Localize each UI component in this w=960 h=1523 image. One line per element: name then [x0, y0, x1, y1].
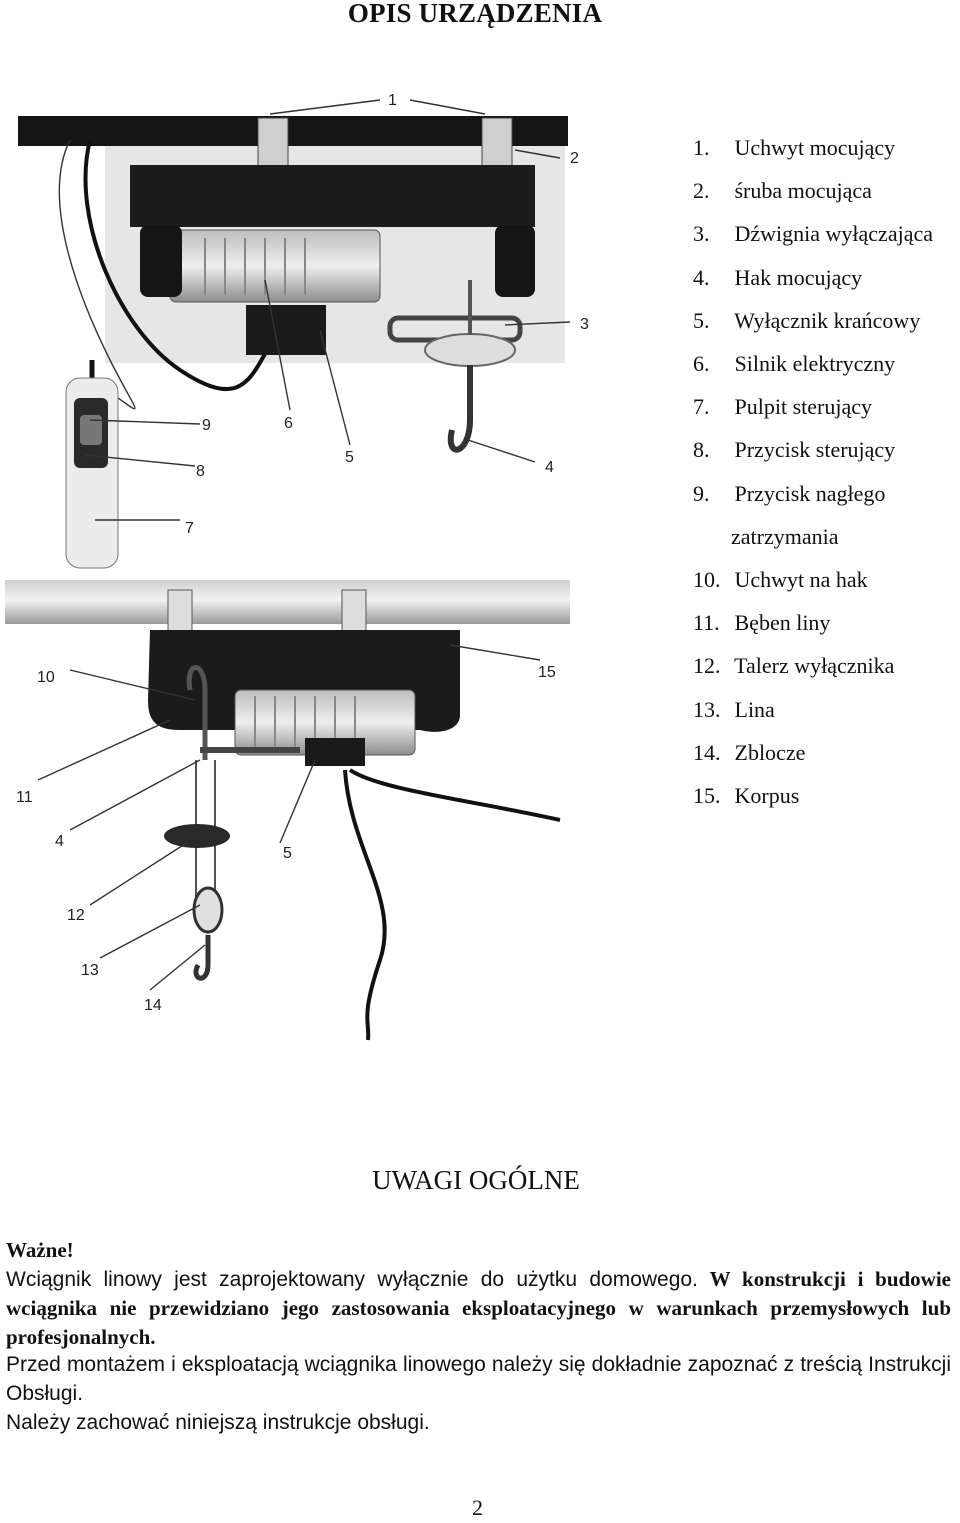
- callout-3: 3: [580, 316, 589, 333]
- notes-paragraph-2: Przed montażem i eksploatacją wciągnika …: [6, 1353, 951, 1405]
- page-number: 2: [472, 1495, 483, 1520]
- callouts-top: 1 2 3 4 5 6 7 8 9: [84, 92, 589, 537]
- notes-paragraph-1: Wciągnik linowy jest zaprojektowany wyłą…: [6, 1265, 951, 1352]
- callout-11: 11: [16, 789, 33, 806]
- hoist-photo-bottom: [5, 580, 570, 1041]
- legend-item-number: 15.: [693, 783, 721, 809]
- legend-item-number: 2.: [693, 178, 710, 204]
- hoist-illustration: 1 2 3 4 5 6 7 8 9: [5, 92, 589, 1041]
- legend-item-number: 3.: [693, 221, 710, 247]
- legend-item-label: Przycisk sterujący: [734, 437, 896, 463]
- notes-paragraph-1-normal: Wciągnik linowy jest zaprojektowany wyłą…: [6, 1267, 698, 1291]
- legend-item-label: Uchwyt na hak: [734, 567, 868, 593]
- legend-item: 9. Przycisk nagłego: [693, 472, 960, 515]
- legend-item-number: 9.: [693, 480, 710, 506]
- legend-item-number: 6.: [693, 351, 710, 377]
- legend-item-label: Korpus: [734, 783, 800, 809]
- legend-item: 8. Przycisk sterujący: [693, 428, 960, 471]
- callouts-bottom: 10 11 4 5 12 13 14 15: [16, 644, 556, 1014]
- legend-item: 12. Talerz wyłącznika: [693, 644, 960, 687]
- page-title: OPIS URZĄDZENIA: [347, 0, 603, 28]
- legend-item: 10. Uchwyt na hak: [693, 558, 960, 601]
- legend-item-continuation: zatrzymania: [693, 515, 960, 558]
- parts-legend: 1. Uchwyt mocujący 2. śruba mocująca 3. …: [693, 126, 960, 817]
- legend-item-number: 1.: [693, 135, 710, 160]
- notes-paragraph-1-bold: W konstrukcji i budowie wciągnika nie pr…: [6, 1266, 952, 1349]
- legend-item-label: Hak mocujący: [734, 264, 863, 290]
- legend-item-number: 8.: [693, 437, 710, 463]
- important-label: Ważne!: [6, 1238, 74, 1262]
- callout-7: 7: [185, 520, 194, 537]
- legend-item: 1. Uchwyt mocujący: [693, 126, 960, 169]
- legend-item-number: 10.: [693, 567, 721, 593]
- legend-item-label: Dźwignia wyłączająca: [734, 221, 934, 247]
- legend-item-label: Zblocze: [734, 739, 806, 765]
- legend-item: 14. Zblocze: [693, 731, 960, 774]
- general-notes-text: Ważne! Wciągnik linowy jest zaprojektowa…: [6, 1236, 951, 1437]
- legend-item-number: 11.: [693, 610, 720, 636]
- legend-item-label: Uchwyt mocujący: [734, 135, 896, 160]
- callout-15: 15: [538, 664, 556, 681]
- legend-item: 7. Pulpit sterujący: [693, 385, 960, 428]
- legend-item-label: Bęben liny: [734, 610, 831, 636]
- callout-14: 14: [144, 997, 162, 1014]
- legend-item: 6. Silnik elektryczny: [693, 342, 960, 385]
- legend-item-number: 7.: [693, 394, 710, 420]
- callout-4: 4: [545, 459, 554, 476]
- legend-item-number: 5.: [693, 307, 710, 333]
- legend-item-label: śruba mocująca: [734, 178, 872, 204]
- callout-12: 12: [67, 907, 85, 924]
- legend-item-label: Przycisk nagłego: [734, 480, 886, 506]
- section-heading-general-notes: UWAGI OGÓLNE: [372, 1165, 580, 1195]
- legend-item-label: Wyłącznik krańcowy: [734, 307, 921, 333]
- callout-13: 13: [81, 962, 99, 979]
- legend-item-number: 14.: [693, 739, 721, 765]
- callout-6: 6: [284, 415, 293, 432]
- legend-item-number: 12.: [693, 653, 721, 679]
- legend-item: 13. Lina: [693, 688, 960, 731]
- callout-9: 9: [202, 417, 211, 434]
- legend-item: 5. Wyłącznik krańcowy: [693, 299, 960, 342]
- legend-item: 4. Hak mocujący: [693, 256, 960, 299]
- callout-5-bottom: 5: [283, 845, 292, 862]
- notes-paragraph-3: Należy zachować niniejszą instrukcje obs…: [6, 1410, 430, 1434]
- callout-2: 2: [570, 150, 579, 167]
- legend-item: 15. Korpus: [693, 774, 960, 817]
- legend-item: 2. śruba mocująca: [693, 169, 960, 212]
- legend-item-label: Silnik elektryczny: [734, 351, 896, 377]
- callout-4-bottom: 4: [55, 833, 64, 850]
- callout-10: 10: [37, 669, 55, 686]
- legend-item-label: Lina: [734, 696, 775, 722]
- legend-item-number: 13.: [693, 696, 721, 722]
- legend-item-label: Pulpit sterujący: [734, 394, 872, 420]
- callout-1: 1: [388, 92, 397, 109]
- legend-item-label: Talerz wyłącznika: [734, 653, 895, 679]
- legend-item-label: zatrzymania: [731, 523, 839, 549]
- legend-item: 11. Bęben liny: [693, 601, 960, 644]
- hoist-photo-top: [18, 116, 568, 569]
- callout-8: 8: [196, 463, 205, 480]
- legend-item: 3. Dźwignia wyłączająca: [693, 212, 960, 255]
- legend-item-number: 4.: [693, 264, 710, 290]
- callout-5: 5: [345, 449, 354, 466]
